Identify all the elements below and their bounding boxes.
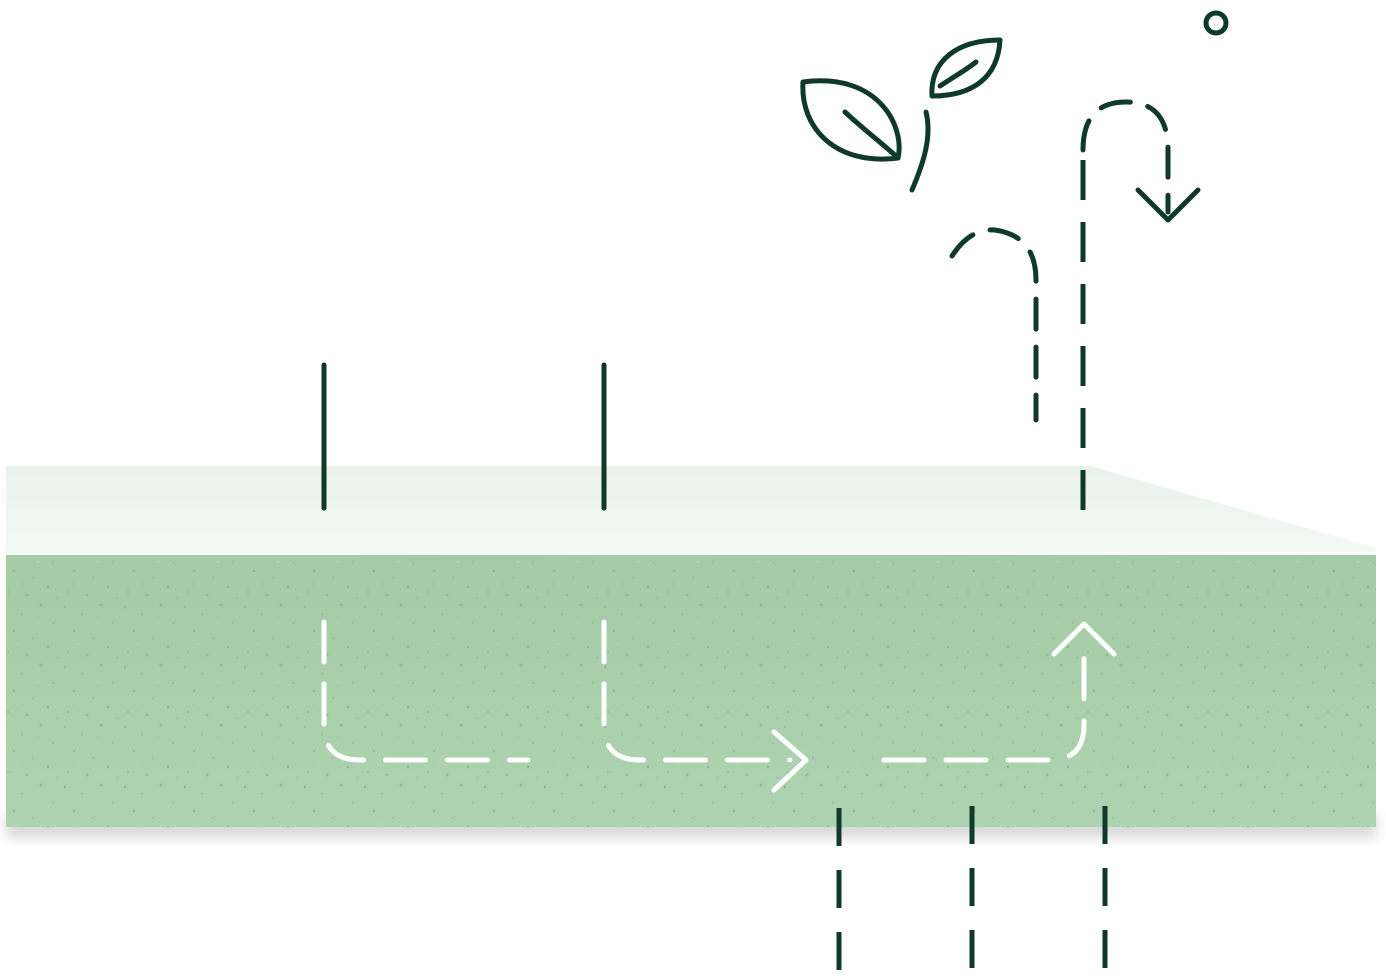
leaf-vein — [937, 59, 979, 89]
leaves — [800, 37, 1003, 193]
flow-path-middle — [601, 619, 793, 763]
up-arrow-icon — [1051, 621, 1117, 657]
leaf-vein — [842, 109, 899, 159]
down-arrow-icon — [1135, 187, 1201, 223]
release-loop-small — [949, 227, 1039, 423]
foam-texture — [6, 555, 1376, 827]
leaf-icon — [929, 37, 1003, 99]
right-arrow-icon — [771, 729, 809, 793]
leaf-icon — [800, 78, 902, 162]
flow-path-right — [881, 637, 1087, 763]
foam-top-surface — [6, 466, 1376, 556]
flow-path-left — [321, 619, 531, 763]
stem — [909, 109, 931, 193]
foam-slab — [6, 466, 1376, 838]
release-loop-large — [1080, 99, 1171, 215]
bubble-icon — [1203, 10, 1229, 36]
internal-airflow-arrows — [321, 619, 1117, 793]
